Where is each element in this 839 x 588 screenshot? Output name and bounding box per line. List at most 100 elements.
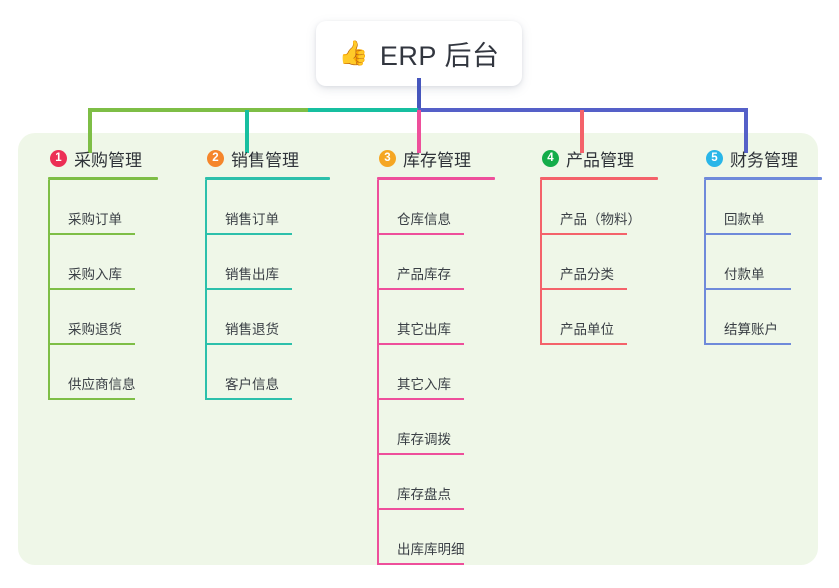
column-title: 库存管理 <box>403 150 471 170</box>
list-item[interactable]: 采购订单 <box>50 180 158 235</box>
list-item-rule <box>379 343 464 345</box>
list-item-label: 产品（物料） <box>560 212 641 227</box>
column-number-badge: 5 <box>706 149 723 167</box>
column-title: 产品管理 <box>566 150 634 170</box>
column-number-badge: 1 <box>50 149 67 167</box>
list-item-rule <box>542 343 627 345</box>
list-item[interactable]: 产品分类 <box>542 235 658 290</box>
column-item-list: 回款单付款单结算账户 <box>704 180 822 345</box>
branch-column-purchasing: 1 采购管理采购订单采购入库采购退货供应商信息 <box>30 145 158 400</box>
list-item[interactable]: 仓库信息 <box>379 180 495 235</box>
list-item-label: 库存盘点 <box>397 487 451 502</box>
connector-elbow-left <box>88 108 92 153</box>
list-item-rule <box>379 398 464 400</box>
branch-column-product: 4 产品管理产品（物料） 产品分类产品单位 <box>522 145 658 345</box>
column-title: 采购管理 <box>74 150 142 170</box>
list-item[interactable]: 付款单 <box>706 235 822 290</box>
list-item-rule <box>207 288 292 290</box>
list-item-label: 产品分类 <box>560 267 614 282</box>
list-item-rule <box>207 233 292 235</box>
list-item[interactable]: 库存调拨 <box>379 400 495 455</box>
connector-drop-3 <box>417 110 421 153</box>
column-header-rule <box>377 177 495 180</box>
column-header-rule <box>48 177 158 180</box>
connector-drop-4 <box>580 110 584 153</box>
connector-trunk <box>417 78 421 108</box>
column-item-list: 仓库信息产品库存其它出库其它入库库存调拨库存盘点出库库明细 <box>377 180 495 565</box>
connector-bar-teal <box>308 108 420 112</box>
list-item[interactable]: 产品库存 <box>379 235 495 290</box>
connector-bar-green <box>88 108 310 112</box>
list-item-rule <box>379 233 464 235</box>
list-item-label: 采购入库 <box>68 267 122 282</box>
column-item-list: 采购订单采购入库采购退货供应商信息 <box>48 180 158 400</box>
branch-column-sales: 2 销售管理销售订单销售出库销售退货客户信息 <box>187 145 330 400</box>
list-item[interactable]: 结算账户 <box>706 290 822 345</box>
list-item-rule <box>50 343 135 345</box>
list-item-label: 采购订单 <box>68 212 122 227</box>
list-item-rule <box>542 288 627 290</box>
list-item-rule <box>207 398 292 400</box>
column-header-rule <box>205 177 330 180</box>
column-header[interactable]: 2 销售管理 <box>187 145 330 171</box>
list-item[interactable]: 采购入库 <box>50 235 158 290</box>
list-item-rule <box>542 233 627 235</box>
list-item[interactable]: 其它出库 <box>379 290 495 345</box>
list-item-label: 其它入库 <box>397 377 451 392</box>
column-header-rule <box>704 177 822 180</box>
column-header[interactable]: 5 财务管理 <box>686 145 822 171</box>
list-item-label: 销售出库 <box>225 267 279 282</box>
list-item[interactable]: 客户信息 <box>207 345 330 400</box>
list-item-rule <box>379 508 464 510</box>
list-item-rule <box>706 233 791 235</box>
list-item[interactable]: 供应商信息 <box>50 345 158 400</box>
list-item-label: 出库库明细 <box>397 542 465 557</box>
column-number-badge: 2 <box>207 149 224 167</box>
list-item-label: 结算账户 <box>724 322 778 337</box>
list-item-label: 客户信息 <box>225 377 279 392</box>
column-item-list: 产品（物料） 产品分类产品单位 <box>540 180 658 345</box>
list-item[interactable]: 产品单位 <box>542 290 658 345</box>
list-item[interactable]: 库存盘点 <box>379 455 495 510</box>
column-header-rule <box>540 177 658 180</box>
list-item-rule <box>706 343 791 345</box>
diagram-panel <box>18 133 818 565</box>
connector-drop-2 <box>245 110 249 153</box>
root-node-card[interactable]: 👍 ERP 后台 <box>316 21 522 86</box>
connector-elbow-right <box>744 108 748 153</box>
list-item-rule <box>379 288 464 290</box>
list-item[interactable]: 销售订单 <box>207 180 330 235</box>
list-item[interactable]: 其它入库 <box>379 345 495 400</box>
list-item[interactable]: 出库库明细 <box>379 510 495 565</box>
list-item[interactable]: 回款单 <box>706 180 822 235</box>
list-item-label: 采购退货 <box>68 322 122 337</box>
list-item-rule <box>379 563 464 565</box>
column-header[interactable]: 1 采购管理 <box>30 145 158 171</box>
list-item-rule <box>379 453 464 455</box>
root-node-title: 👍 ERP 后台 <box>339 34 500 73</box>
column-header[interactable]: 4 产品管理 <box>522 145 658 171</box>
root-node-label: ERP 后台 <box>379 41 500 71</box>
thumbs-up-icon: 👍 <box>338 39 369 67</box>
list-item[interactable]: 销售退货 <box>207 290 330 345</box>
list-item-label: 仓库信息 <box>397 212 451 227</box>
list-item-label: 其它出库 <box>397 322 451 337</box>
list-item-rule <box>50 398 135 400</box>
branch-column-inventory: 3 库存管理仓库信息产品库存其它出库其它入库库存调拨库存盘点出库库明细 <box>359 145 495 565</box>
list-item[interactable]: 销售出库 <box>207 235 330 290</box>
list-item-label: 销售退货 <box>225 322 279 337</box>
branch-column-finance: 5 财务管理回款单付款单结算账户 <box>686 145 822 345</box>
list-item-rule <box>50 233 135 235</box>
column-header[interactable]: 3 库存管理 <box>359 145 495 171</box>
list-item[interactable]: 采购退货 <box>50 290 158 345</box>
column-title: 销售管理 <box>231 150 299 170</box>
list-item-rule <box>50 288 135 290</box>
column-title: 财务管理 <box>730 150 798 170</box>
list-item-label: 回款单 <box>724 212 765 227</box>
column-number-badge: 3 <box>379 149 396 167</box>
list-item-label: 产品单位 <box>560 322 614 337</box>
list-item[interactable]: 产品（物料） <box>542 180 658 235</box>
list-item-label: 付款单 <box>724 267 765 282</box>
list-item-label: 产品库存 <box>397 267 451 282</box>
column-number-badge: 4 <box>542 149 559 167</box>
